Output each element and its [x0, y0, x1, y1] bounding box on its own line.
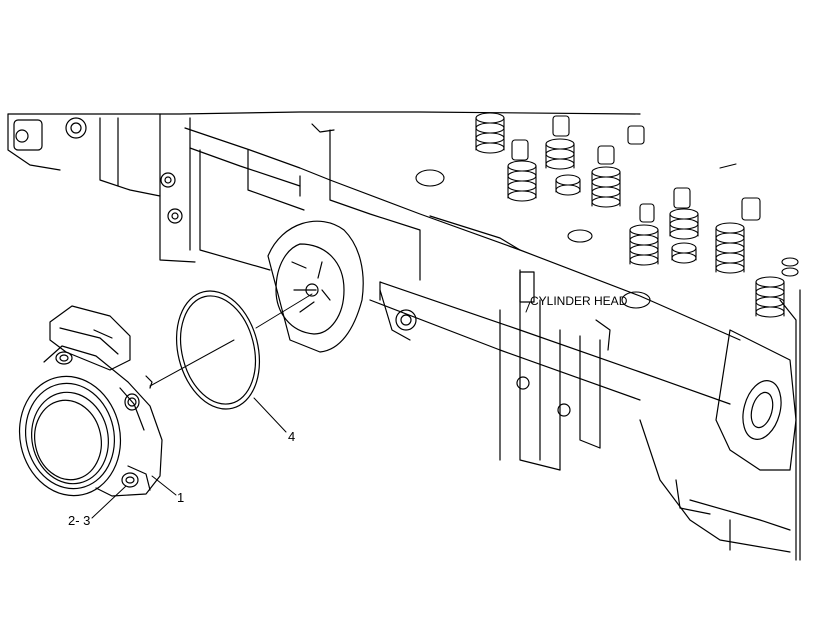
valve-spring [555, 174, 581, 196]
bolt [121, 472, 139, 488]
leader-lines [91, 293, 531, 519]
valve-spring [591, 125, 645, 208]
part-1-label: 1 [177, 490, 185, 505]
bolt [124, 393, 140, 411]
valve-spring [507, 139, 537, 202]
housing-plate [267, 220, 364, 353]
adapter-housing [18, 305, 163, 497]
o-ring-seal [175, 290, 261, 410]
valve-spring [669, 187, 699, 240]
valve-spring [475, 112, 505, 154]
valve-springs [415, 112, 799, 318]
part-4-label: 4 [288, 429, 296, 444]
cylinder-head-assembly [7, 111, 801, 561]
bolt [55, 351, 73, 365]
valve-spring [781, 257, 799, 277]
part-2-3-label: 2- 3 [68, 513, 91, 528]
valve-spring [671, 242, 697, 264]
valve-spring [545, 115, 575, 170]
valve-spring [755, 276, 785, 318]
cylinder-head-label: CYLINDER HEAD [530, 294, 628, 308]
valve-spring [629, 203, 659, 266]
valve-spring [715, 197, 761, 274]
